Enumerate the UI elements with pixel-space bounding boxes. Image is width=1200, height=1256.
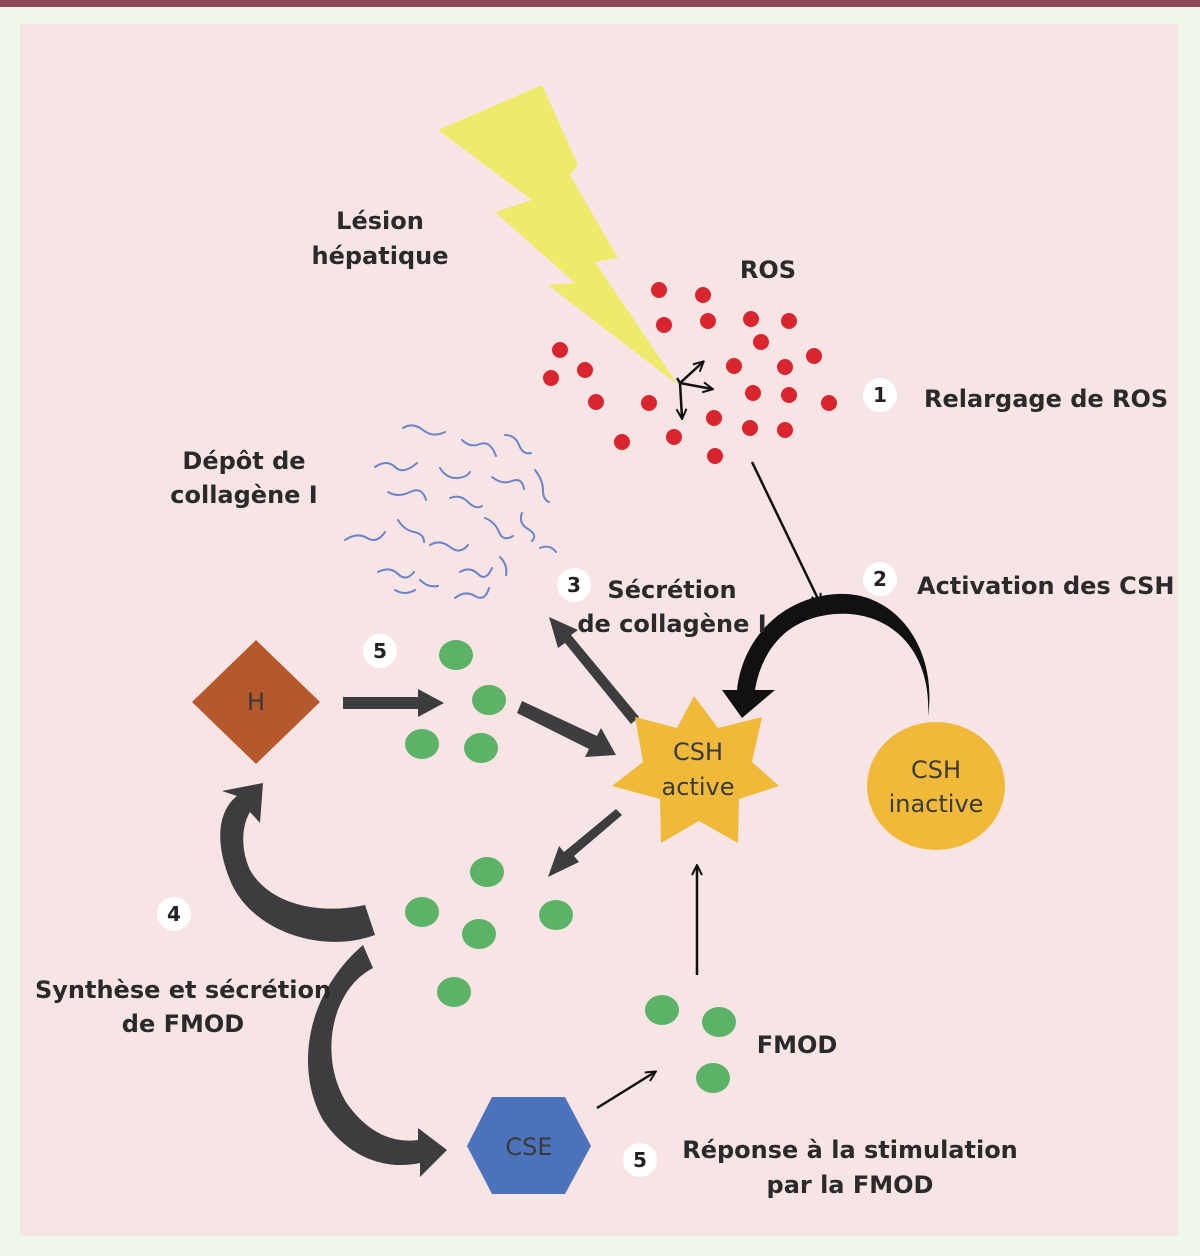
csh-active-label-1: CSH <box>673 738 723 766</box>
csh-active-star <box>612 696 779 843</box>
csh-inactive-label-1: CSH <box>911 756 961 784</box>
step-badge-5b <box>623 1143 657 1177</box>
synthesis-arrow-to-cse <box>307 945 447 1177</box>
synthese-label-2: de FMOD <box>122 1010 244 1038</box>
ros-label: ROS <box>740 256 796 284</box>
reponse-label-1: Réponse à la stimulation <box>682 1136 1018 1164</box>
secretion-label-2: de collagène I <box>577 610 766 638</box>
step-badge-3 <box>557 568 591 602</box>
reponse-label-2: par la FMOD <box>767 1171 934 1199</box>
activation-label: Activation des CSH <box>917 572 1175 600</box>
step-badges: 1 2 3 4 5 5 <box>157 378 897 1177</box>
depot-label-2: collagène I <box>170 481 317 509</box>
collagen-fibers <box>344 424 557 599</box>
secretion-label-1: Sécrétion <box>607 576 736 604</box>
step-badge-2 <box>863 562 897 596</box>
cse-label: CSE <box>505 1133 552 1161</box>
lightning-bolt-icon <box>438 85 678 385</box>
synthesis-arrow-to-h <box>220 783 375 942</box>
csh-active-label-2: active <box>662 773 735 801</box>
step-number-2: 2 <box>873 567 887 591</box>
activation-curved-arrow <box>722 593 930 718</box>
synthese-label-1: Synthèse et sécrétion <box>35 976 331 1004</box>
fmod-particles <box>405 640 736 1093</box>
depot-label-1: Dépôt de <box>182 447 305 475</box>
relargage-label: Relargage de ROS <box>924 385 1168 413</box>
csh-inactive-ellipse <box>867 722 1005 850</box>
top-border <box>0 0 1200 7</box>
block-arrows <box>343 617 639 877</box>
step-number-4: 4 <box>167 902 181 926</box>
step-number-5a: 5 <box>373 639 387 663</box>
step-badge-5a <box>363 634 397 668</box>
lesion-label-1: Lésion <box>336 207 424 235</box>
thin-arrows <box>596 461 820 1110</box>
csh-inactive-label-2: inactive <box>889 790 984 818</box>
step-number-1: 1 <box>873 383 887 407</box>
step-number-3: 3 <box>567 573 581 597</box>
ros-burst-arrows <box>677 362 712 418</box>
fmod-label: FMOD <box>757 1031 838 1059</box>
lesion-label-2: hépatique <box>312 242 449 270</box>
hepatocyte-label: H <box>247 688 265 716</box>
step-badge-4 <box>157 897 191 931</box>
step-badge-1 <box>863 378 897 412</box>
cse-hexagon <box>467 1097 591 1194</box>
hepatocyte-diamond <box>192 640 320 764</box>
step-number-5b: 5 <box>633 1148 647 1172</box>
ros-particles <box>543 282 837 464</box>
